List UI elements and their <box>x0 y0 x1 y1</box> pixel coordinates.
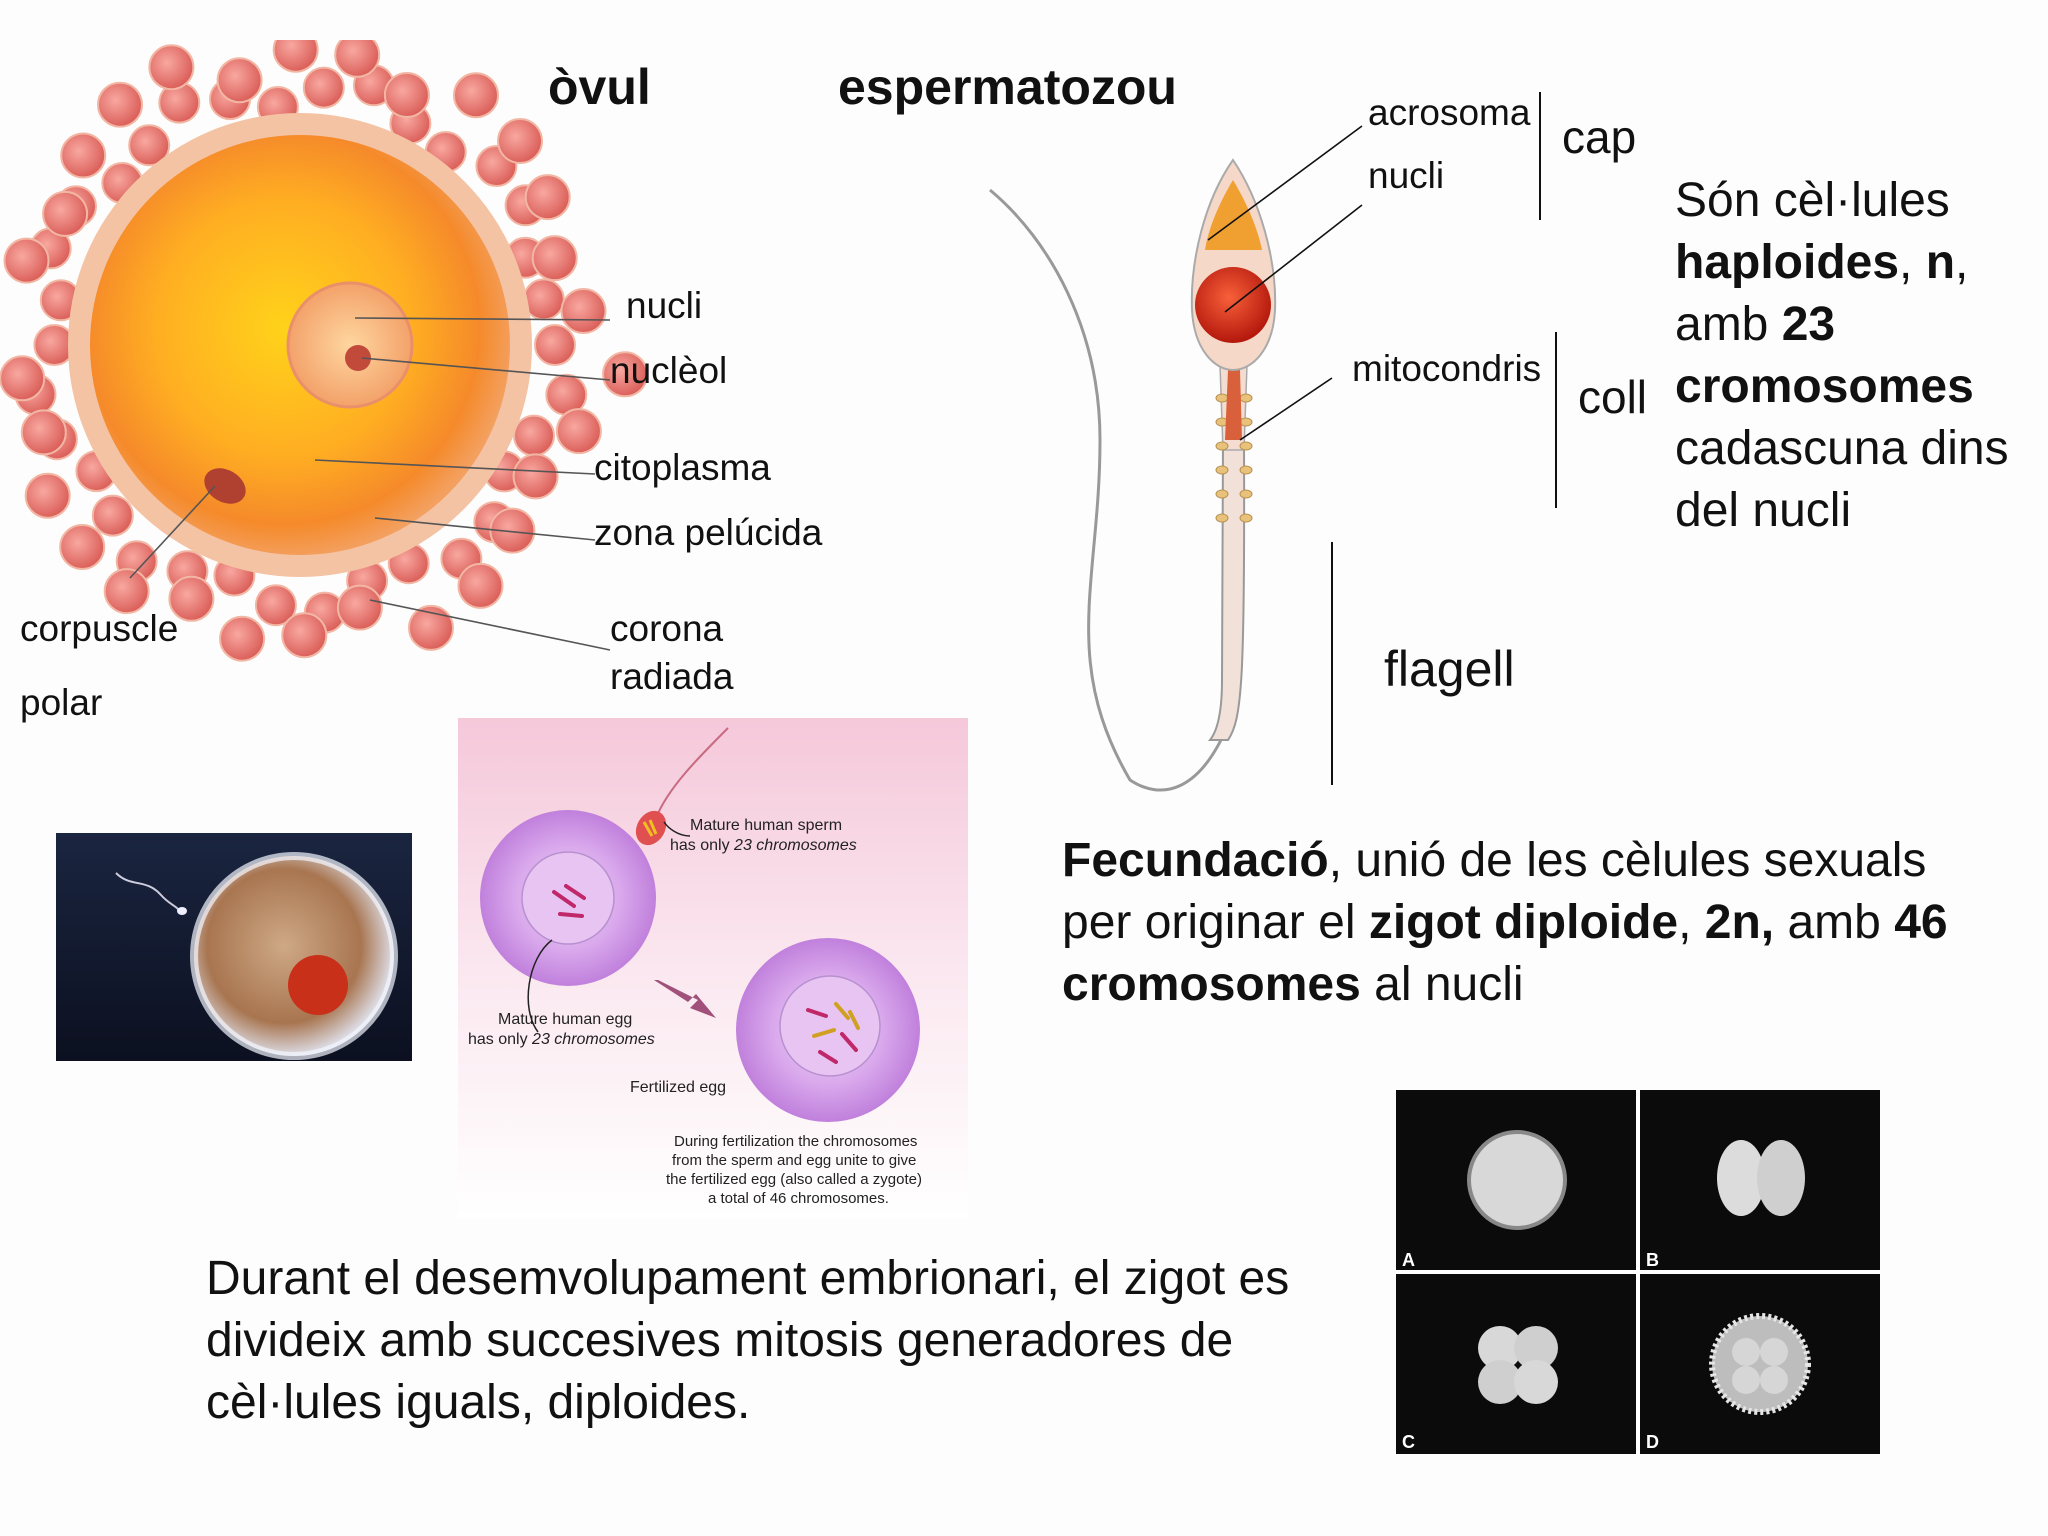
sperm-leader-lines <box>1207 125 1363 441</box>
corona-cell <box>512 453 559 500</box>
arrow-to-fertilized <box>654 980 716 1018</box>
ovul-title: òvul <box>548 59 651 115</box>
label-nucleol: nuclèol <box>610 350 728 391</box>
ovum-nucleolus <box>345 345 371 371</box>
sperm-tail <box>655 727 729 819</box>
corona-cell <box>531 235 578 282</box>
label-flagell: flagell <box>1384 641 1515 697</box>
panel-label-a: A <box>1402 1250 1415 1270</box>
label-nucli: nucli <box>626 285 703 326</box>
corona-cell <box>3 237 50 284</box>
embryo-a <box>1467 1130 1567 1230</box>
fertilization-diagram: Mature human sperm has only 23 chromosom… <box>458 718 968 1218</box>
corona-cell <box>513 414 555 457</box>
corona-cell <box>148 44 195 91</box>
corona-cell <box>216 57 263 104</box>
svg-text:the fertilized egg (also calle: the fertilized egg (also called a zygote… <box>666 1171 922 1188</box>
panel-label-d: D <box>1646 1432 1659 1452</box>
ovum-leader-lines <box>129 317 611 651</box>
embryo-cleavage-photos: A B C D <box>1396 1090 1880 1454</box>
svg-text:Fertilized egg: Fertilized egg <box>630 1079 726 1096</box>
ovum-illustration <box>0 40 649 662</box>
label-citoplasma: citoplasma <box>594 447 771 488</box>
corona-cell <box>534 324 576 366</box>
haploid-description: Són cèl·lules haploides, n, amb 23 cromo… <box>1675 174 2009 537</box>
label-corona: corona <box>610 608 724 649</box>
corona-cell <box>219 615 266 662</box>
corona-cell <box>408 604 454 651</box>
fert-diagram-labels: Mature human sperm has only 23 chromosom… <box>468 817 922 1207</box>
label-acrosoma: acrosoma <box>1368 92 1531 133</box>
corona-cell <box>168 575 215 622</box>
svg-text:has only 23 chromosomes: has only 23 chromosomes <box>670 837 857 854</box>
corona-cell <box>281 612 328 659</box>
label-zona-pelucida: zona pelúcida <box>594 512 823 553</box>
small-sperm-head <box>635 810 667 846</box>
corona-cell <box>20 409 67 456</box>
label-mitocondris: mitocondris <box>1352 348 1542 389</box>
fecundacio-description: Fecundació, unió de les cèlules sexuals … <box>1062 834 1948 1011</box>
polar-body <box>204 468 246 504</box>
label-corpuscle: corpuscle <box>20 608 179 649</box>
label-coll: coll <box>1578 371 1648 423</box>
corona-cell <box>254 584 297 627</box>
corona-cell <box>302 66 345 109</box>
ovum-nucleus <box>286 281 414 409</box>
egg-sperm-photo <box>56 833 412 1061</box>
sperm-midpiece <box>1207 439 1246 741</box>
corona-cell <box>497 118 543 164</box>
embryo-d <box>1709 1313 1811 1415</box>
svg-text:has only 23 chromosomes: has only 23 chromosomes <box>468 1031 655 1048</box>
sperm-title: espermatozou <box>838 59 1177 115</box>
label-sperm-nucli: nucli <box>1368 155 1445 196</box>
corona-cell <box>59 524 106 570</box>
corona-cell <box>60 132 107 179</box>
panel-label-b: B <box>1646 1250 1659 1270</box>
svg-text:from the sperm and egg unite t: from the sperm and egg unite to give <box>672 1152 916 1169</box>
panel-label-c: C <box>1402 1432 1415 1452</box>
corona-cell <box>524 174 571 221</box>
sperm-illustration <box>989 92 1557 792</box>
corona-cell <box>24 472 71 519</box>
corona-cell <box>555 408 602 455</box>
svg-text:a total of 46 chromosomes.: a total of 46 chromosomes. <box>708 1190 889 1207</box>
label-cap: cap <box>1562 111 1637 163</box>
section-brackets <box>1331 92 1557 785</box>
corona-cell <box>128 124 171 167</box>
corona-cell <box>336 584 383 631</box>
svg-text:Mature human sperm: Mature human sperm <box>690 817 842 834</box>
corona-cell <box>383 72 430 118</box>
label-polar: polar <box>20 682 103 723</box>
svg-text:During fertilization the chrom: During fertilization the chromosomes <box>674 1133 917 1150</box>
embryo-c <box>1478 1326 1558 1404</box>
embryo-development-description: Durant el desemvolupament embrionari, el… <box>206 1252 1290 1429</box>
corona-cell <box>334 40 381 78</box>
embryo-b <box>1717 1140 1805 1216</box>
corona-cell <box>0 355 46 402</box>
corona-cell <box>91 494 134 537</box>
corona-cell <box>560 288 607 334</box>
corona-cell <box>453 72 499 119</box>
corona-cell <box>457 562 504 609</box>
corona-cell <box>103 568 150 615</box>
corona-cell <box>97 81 143 128</box>
corona-cell <box>489 507 536 554</box>
svg-text:Mature human egg: Mature human egg <box>498 1011 632 1028</box>
label-radiada: radiada <box>610 656 734 697</box>
corona-cell <box>42 190 89 237</box>
corona-cell <box>602 351 649 398</box>
corona-cell <box>272 40 319 73</box>
